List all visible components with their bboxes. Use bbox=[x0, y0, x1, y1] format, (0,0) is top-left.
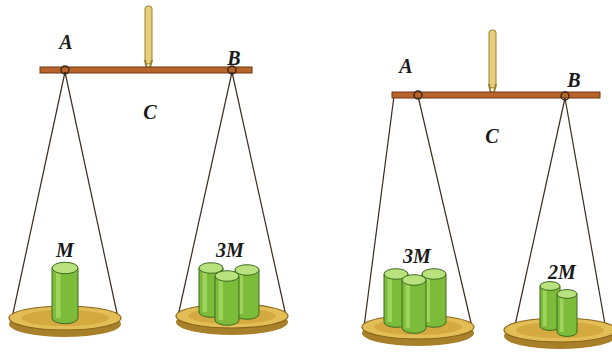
cylinder-top bbox=[422, 269, 446, 280]
hanger-rod bbox=[489, 30, 496, 88]
cylinders bbox=[52, 262, 577, 336]
point-label: C bbox=[143, 102, 156, 122]
cylinder-shine bbox=[388, 274, 392, 322]
cylinder-top bbox=[235, 265, 259, 276]
cylinder-body bbox=[52, 268, 78, 324]
mass-label: 3M bbox=[403, 246, 431, 266]
hanger-rod bbox=[145, 6, 152, 64]
cylinder-top bbox=[215, 271, 239, 282]
cylinder-shine bbox=[219, 276, 223, 320]
strings bbox=[12, 72, 606, 330]
cylinder-shine bbox=[406, 280, 410, 328]
weight-cylinder bbox=[557, 290, 577, 337]
cylinder-body bbox=[402, 280, 426, 333]
cylinder-top bbox=[402, 275, 426, 286]
pans bbox=[9, 304, 612, 349]
scales bbox=[12, 6, 606, 330]
cylinder-top bbox=[557, 290, 577, 299]
weight-cylinder bbox=[402, 275, 426, 334]
point-label: C bbox=[485, 126, 498, 146]
cylinder-body bbox=[557, 294, 577, 336]
point-label: A bbox=[59, 32, 72, 52]
weight-cylinder bbox=[52, 262, 78, 323]
weight-cylinder bbox=[215, 271, 239, 326]
point-label: B bbox=[227, 48, 240, 68]
mass-label: 2M bbox=[548, 262, 576, 282]
cylinder-shine bbox=[203, 268, 207, 312]
mass-label: M bbox=[56, 240, 74, 260]
cylinder-top bbox=[540, 282, 560, 291]
cylinder-shine bbox=[560, 294, 564, 332]
point-label: B bbox=[567, 70, 580, 90]
cylinder-top bbox=[52, 262, 78, 273]
mass-label: 3M bbox=[216, 240, 244, 260]
beam bbox=[40, 67, 252, 73]
cylinder-shine bbox=[543, 286, 547, 326]
cylinder-shine bbox=[56, 268, 61, 318]
cylinder-body bbox=[215, 276, 239, 325]
point-label: A bbox=[399, 56, 412, 76]
